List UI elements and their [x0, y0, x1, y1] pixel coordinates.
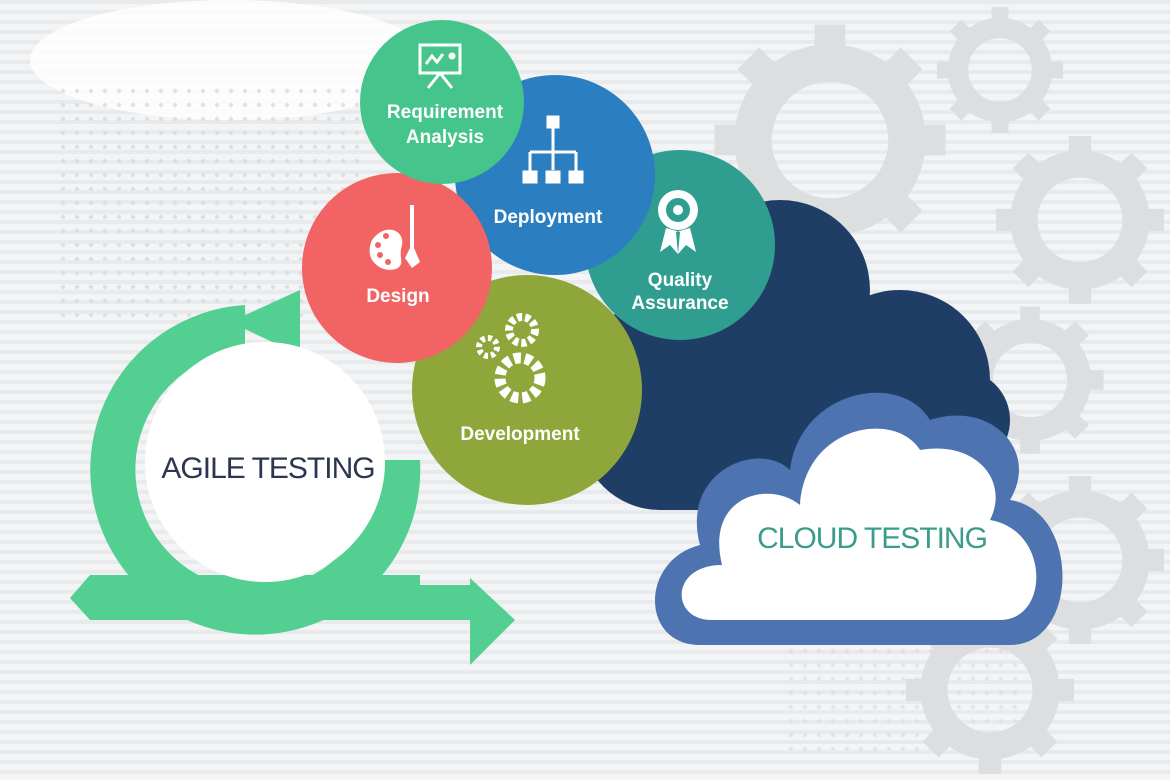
agile-cycle-arrow: [70, 290, 515, 665]
phase-development: [412, 275, 642, 505]
phase-requirement-analysis: [360, 20, 524, 184]
deployment-label: Deployment: [494, 207, 603, 228]
requirement-label-line1: Requirement: [387, 102, 504, 123]
presentation-board-icon: [418, 43, 462, 89]
development-label: Development: [460, 424, 580, 445]
award-badge-icon: [658, 190, 698, 254]
palette-brush-icon: [369, 205, 420, 270]
cloud-testing-cloud: [655, 392, 1063, 645]
quality-label-line2: Assurance: [631, 293, 728, 314]
agile-center: [145, 342, 385, 582]
design-label: Design: [366, 286, 429, 307]
agile-testing-label: AGILE TESTING: [161, 452, 374, 485]
quality-label-line1: Quality: [648, 270, 713, 291]
gears-icon: [476, 313, 546, 404]
hierarchy-icon: [522, 115, 584, 184]
cloud-testing-label: CLOUD TESTING: [757, 522, 987, 555]
requirement-label-line2: Analysis: [406, 127, 484, 148]
